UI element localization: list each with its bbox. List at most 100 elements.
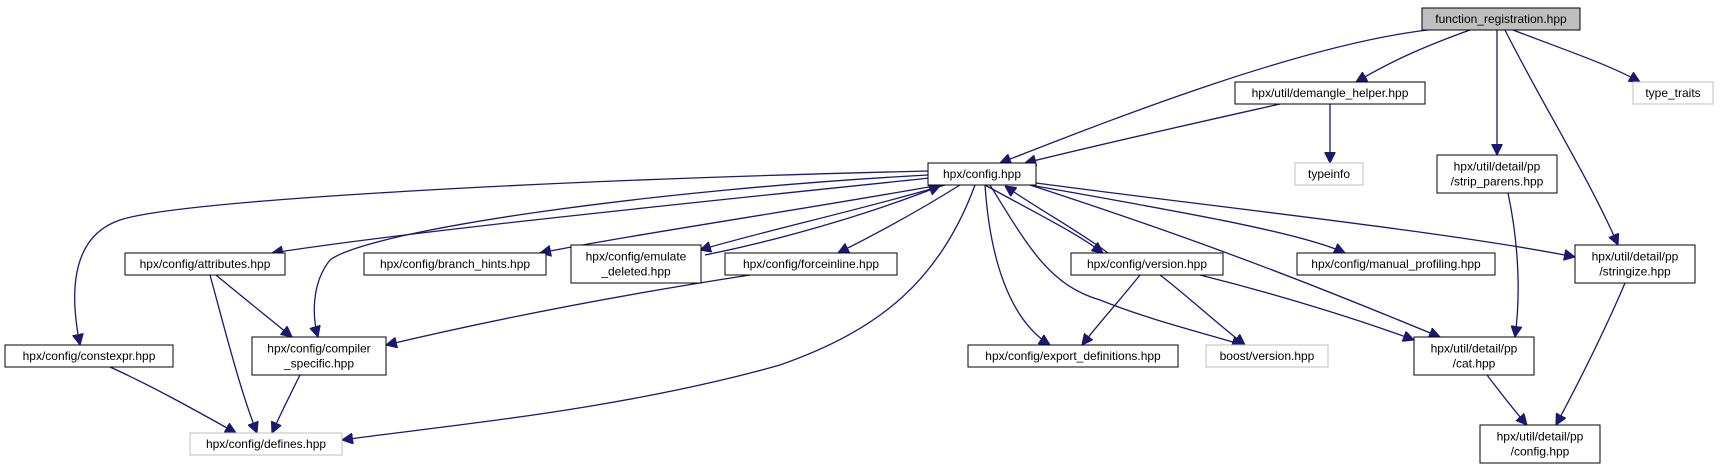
- edge-version-to-export_definitions: [1082, 274, 1141, 345]
- edge-config-to-boost_version: [989, 184, 1243, 345]
- edge-config-to-forceinline: [838, 184, 961, 254]
- node-export-definitions[interactable]: hpx/config/export_definitions.hpp: [967, 344, 1179, 368]
- node-box: [1296, 252, 1496, 276]
- edges-layer: [75, 29, 1640, 440]
- node-strip-parens[interactable]: hpx/util/detail/pp/strip_parens.hpp: [1436, 154, 1558, 194]
- node-label: typeinfo: [1308, 167, 1350, 181]
- edge-config-to-manual_profiling: [1029, 184, 1345, 253]
- edge-attributes-to-defines: [209, 274, 257, 433]
- node-root[interactable]: function_registration.hpp: [1421, 7, 1581, 31]
- edge-version-to-config: [1005, 186, 1109, 254]
- node-label: hpx/config/defines.hpp: [206, 437, 326, 451]
- node-manual-profiling[interactable]: hpx/config/manual_profiling.hpp: [1296, 252, 1496, 276]
- edge-constexpr-to-defines: [109, 366, 236, 433]
- edge-line: [272, 374, 301, 433]
- edge-version-to-boost_version: [1159, 274, 1245, 345]
- edge-line: [1005, 186, 1109, 254]
- edge-line: [838, 184, 961, 254]
- edge-line: [1504, 29, 1618, 245]
- node-label: type_traits: [1645, 86, 1700, 100]
- node-box: [1070, 252, 1224, 276]
- edge-line: [1029, 184, 1345, 253]
- edge-compiler_specific-to-defines: [272, 374, 301, 433]
- node-box: [1632, 81, 1714, 105]
- node-box: [1574, 244, 1696, 284]
- node-label: hpx/config/export_definitions.hpp: [985, 349, 1161, 363]
- edge-root-to-type_traits: [1512, 29, 1640, 82]
- node-branch-hints[interactable]: hpx/config/branch_hints.hpp: [363, 252, 547, 276]
- edge-demangle-to-config: [1025, 103, 1281, 163]
- node-boost-version: boost/version.hpp: [1205, 344, 1329, 368]
- node-label: /strip_parens.hpp: [1451, 175, 1544, 189]
- edge-line: [1199, 274, 1414, 340]
- node-label: hpx/config/emulate: [586, 250, 687, 264]
- edge-config-to-stringize: [1035, 182, 1575, 257]
- edge-line: [1556, 282, 1626, 425]
- node-box: [189, 432, 343, 456]
- node-box: [1294, 162, 1364, 186]
- node-label: hpx/util/detail/pp: [1454, 160, 1541, 174]
- edge-version-to-cat: [1199, 274, 1414, 340]
- edge-config-to-cat: [1029, 184, 1440, 337]
- node-box: [570, 244, 702, 284]
- node-type-traits: type_traits: [1632, 81, 1714, 105]
- node-emulate-deleted[interactable]: hpx/config/emulate_deleted.hpp: [570, 244, 702, 284]
- node-version[interactable]: hpx/config/version.hpp: [1070, 252, 1224, 276]
- edge-config-to-branch_hints: [540, 184, 941, 253]
- edge-line: [209, 274, 257, 433]
- node-label: boost/version.hpp: [1220, 349, 1315, 363]
- edge-line: [700, 184, 946, 250]
- node-config[interactable]: hpx/config.hpp: [927, 162, 1037, 186]
- node-cat[interactable]: hpx/util/detail/pp/cat.hpp: [1413, 336, 1535, 376]
- edge-line: [704, 186, 940, 256]
- node-demangle[interactable]: hpx/util/demangle_helper.hpp: [1234, 81, 1426, 105]
- node-label: hpx/config.hpp: [943, 167, 1021, 181]
- edge-line: [1159, 274, 1245, 345]
- node-label: hpx/util/detail/pp: [1592, 250, 1679, 264]
- node-forceinline[interactable]: hpx/config/forceinline.hpp: [724, 252, 898, 276]
- node-label: hpx/config/attributes.hpp: [140, 257, 271, 271]
- edge-line: [1029, 184, 1440, 337]
- node-label: hpx/config/version.hpp: [1087, 257, 1207, 271]
- node-label: function_registration.hpp: [1435, 12, 1567, 26]
- node-box: [1234, 81, 1426, 105]
- edge-line: [1000, 29, 1429, 163]
- node-compiler-specific[interactable]: hpx/config/compiler_specific.hpp: [251, 336, 387, 376]
- edge-config-to-export_definitions: [984, 184, 1050, 345]
- edge-config-to-defines: [342, 184, 976, 440]
- node-box: [724, 252, 898, 276]
- edge-attributes-to-compiler_specific: [215, 274, 292, 337]
- edge-line: [1486, 374, 1527, 425]
- edge-forceinline-to-compiler_specific: [386, 274, 751, 345]
- node-label: _specific.hpp: [283, 357, 354, 371]
- edge-line: [540, 184, 941, 253]
- edge-root-to-config: [1000, 29, 1429, 163]
- edge-line: [1512, 29, 1640, 82]
- edge-emulate_deleted-to-config: [704, 186, 940, 256]
- edge-config-to-compiler_specific: [314, 174, 929, 337]
- node-attributes[interactable]: hpx/config/attributes.hpp: [124, 252, 286, 276]
- node-box: [1479, 424, 1601, 464]
- node-box: [1413, 336, 1535, 376]
- edge-line: [109, 366, 236, 433]
- node-label: hpx/config/constexpr.hpp: [23, 349, 156, 363]
- node-box: [927, 162, 1037, 186]
- edge-config-to-version: [984, 184, 1103, 253]
- node-label: /config.hpp: [1511, 445, 1570, 459]
- node-stringize[interactable]: hpx/util/detail/pp/stringize.hpp: [1574, 244, 1696, 284]
- node-constexpr[interactable]: hpx/config/constexpr.hpp: [4, 344, 174, 368]
- node-label: hpx/config/forceinline.hpp: [743, 257, 879, 271]
- node-box: [124, 252, 286, 276]
- edge-line: [272, 177, 931, 253]
- node-box: [1436, 154, 1558, 194]
- node-label: hpx/config/compiler: [267, 342, 370, 356]
- edge-cat-to-pp_config: [1486, 374, 1527, 425]
- node-pp-config[interactable]: hpx/util/detail/pp/config.hpp: [1479, 424, 1601, 464]
- edge-line: [1025, 103, 1281, 163]
- node-label: hpx/config/branch_hints.hpp: [380, 257, 530, 271]
- edge-line: [314, 174, 929, 337]
- edge-line: [984, 184, 1103, 253]
- node-box: [363, 252, 547, 276]
- edge-strip_parens-to-cat: [1507, 192, 1518, 337]
